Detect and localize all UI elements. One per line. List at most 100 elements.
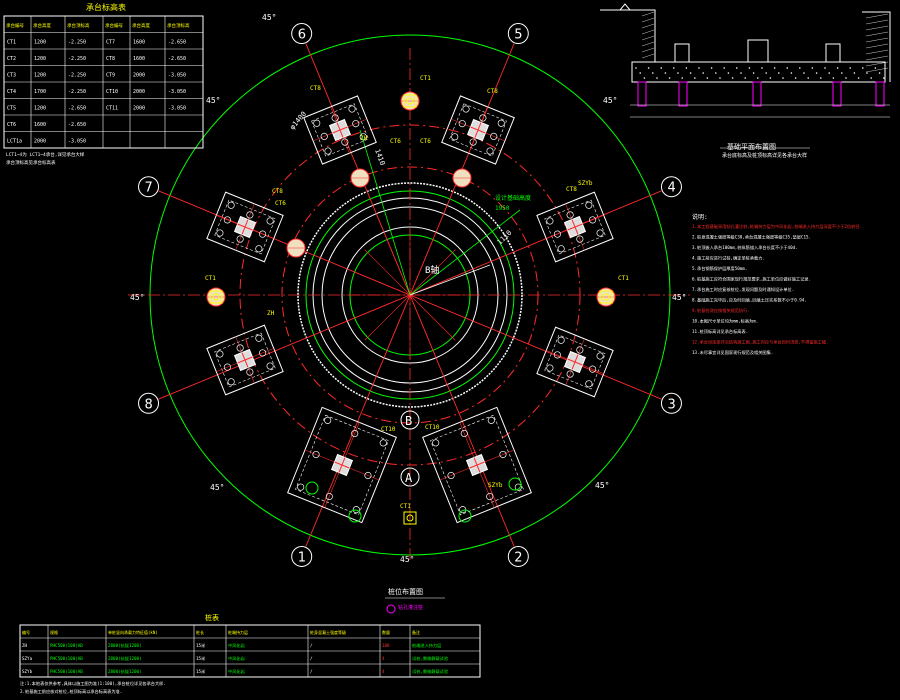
pile-table-cell: 1200 xyxy=(34,40,46,46)
hatch xyxy=(719,77,721,79)
spec-table-cell: PHC500(100)AB xyxy=(50,669,83,674)
hatch xyxy=(773,67,776,69)
spec-table-header: 规格 xyxy=(50,629,58,635)
hatch xyxy=(761,67,763,69)
axis-label: 8 xyxy=(145,397,153,412)
angle-label: 45° xyxy=(595,481,609,490)
notes-line: 3.桩顶嵌入承台100mm,桩纵筋锚入承台长度不小于40d. xyxy=(692,244,798,251)
pile-table-cell: -3.050 xyxy=(68,139,86,145)
hatch xyxy=(740,72,742,74)
pile-cap-7 xyxy=(206,191,284,263)
small-pile xyxy=(406,97,414,105)
pile xyxy=(223,363,231,371)
hatch xyxy=(883,77,885,79)
hatch xyxy=(652,72,654,74)
pile-cap-6 xyxy=(303,95,377,165)
pile-table-cell: 1200 xyxy=(34,73,46,79)
hatch xyxy=(799,67,801,69)
hatch xyxy=(694,77,696,79)
pile xyxy=(486,492,494,501)
column-mark xyxy=(237,223,253,231)
pile-section xyxy=(678,81,688,107)
dim-line xyxy=(359,129,411,296)
cap-callout: SZYb xyxy=(578,180,593,187)
axis-label: 5 xyxy=(514,28,522,43)
hatch xyxy=(757,77,759,79)
inner-spoke xyxy=(385,294,411,355)
pile xyxy=(266,362,274,370)
angle-label: 45° xyxy=(603,96,617,105)
pile xyxy=(351,429,359,438)
hatch xyxy=(641,29,655,35)
hatch xyxy=(641,41,655,47)
notes-line: 13.未尽事宜详见国家现行规范及相关图集. xyxy=(692,349,773,356)
test-pile xyxy=(348,509,362,523)
hatch xyxy=(865,67,889,73)
pile-table-cell: -2.250 xyxy=(68,56,86,62)
hatch xyxy=(866,72,868,74)
cap-callout: CT1 xyxy=(205,275,216,282)
notes-line: 8.基础施工完毕后,应及时回填,回填土压实系数不小于0.94. xyxy=(692,297,807,304)
pile xyxy=(557,245,565,253)
toothed-ring xyxy=(297,182,523,408)
small-pile xyxy=(406,514,414,522)
section-view xyxy=(600,3,891,149)
hatch xyxy=(794,77,797,79)
hatch xyxy=(786,67,788,69)
cap-callout: CT8 xyxy=(566,186,577,193)
pile-table-cell: 1200 xyxy=(34,56,46,62)
cap-callout: ZH xyxy=(360,135,368,142)
pile xyxy=(499,450,507,459)
pile-table-cell: CT1 xyxy=(7,40,16,46)
pile-section xyxy=(637,81,647,107)
pile-cap-5 xyxy=(441,95,515,165)
hatch xyxy=(824,67,826,69)
spec-table-cell: PHC500(100)AB xyxy=(50,656,83,661)
pile-table-cell: -3.050 xyxy=(168,106,186,112)
pile-table-header: 承台顶标高 xyxy=(167,22,190,29)
pile xyxy=(589,216,597,224)
pile xyxy=(596,352,604,360)
column-mark xyxy=(567,223,583,231)
axis-bubble xyxy=(507,23,529,45)
column-mark xyxy=(567,358,583,366)
axis-label-b: B xyxy=(405,414,412,428)
hatch xyxy=(865,37,889,43)
pile-section xyxy=(832,81,842,107)
hatch xyxy=(639,72,641,74)
pile xyxy=(313,119,321,127)
hatch xyxy=(865,25,889,31)
spec-table-cell: 桩端进入持力层 xyxy=(412,642,441,649)
pile xyxy=(458,120,466,128)
pile-table-cell: 2000 xyxy=(133,106,145,112)
hatch xyxy=(865,61,889,67)
pile-cap-8 xyxy=(206,324,284,396)
pile xyxy=(514,483,522,491)
cap-callout: CT6 xyxy=(420,138,431,145)
spec-table-cell: 试桩,需做静载试验 xyxy=(412,655,449,662)
angle-label: 45° xyxy=(206,96,220,105)
inner-spoke xyxy=(350,294,411,320)
pile xyxy=(459,506,467,514)
hatch xyxy=(832,77,835,79)
column-mark xyxy=(473,457,481,473)
pile xyxy=(589,365,597,373)
hatch xyxy=(853,72,856,74)
hatch xyxy=(641,47,655,53)
inner-spoke xyxy=(409,294,456,341)
pile xyxy=(255,334,263,342)
hatch xyxy=(849,67,851,69)
spec-table-header: 编号 xyxy=(22,629,30,635)
cap-callout: CT10 xyxy=(425,424,440,431)
cap-callout: CT1 xyxy=(420,75,431,82)
pile-cap-3 xyxy=(536,326,614,398)
spec-table-header: 备注 xyxy=(412,629,420,635)
cap-callout: CT1 xyxy=(618,275,629,282)
pile xyxy=(596,229,604,237)
axis-label: 7 xyxy=(145,181,153,196)
axis-label-a: A xyxy=(405,471,413,485)
pile xyxy=(379,439,387,447)
spec-table-cell: / xyxy=(310,656,313,661)
hatch xyxy=(706,77,709,79)
pile xyxy=(486,147,494,155)
